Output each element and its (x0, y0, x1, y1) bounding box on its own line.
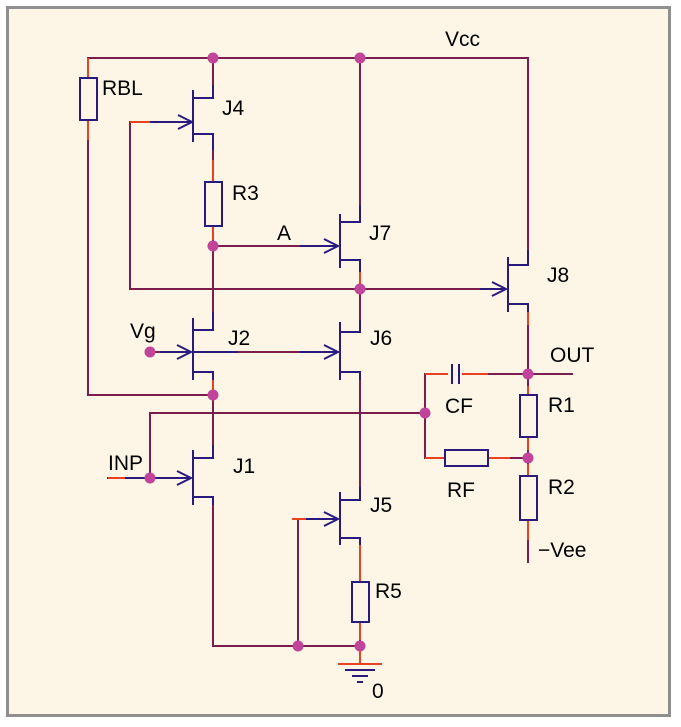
schematic-frame (6, 6, 671, 717)
label-vcc: Vcc (445, 28, 480, 51)
label-j1: J1 (233, 455, 255, 478)
resistor-r3 (204, 181, 223, 227)
label-j4: J4 (222, 97, 245, 120)
resistor-rf (444, 449, 489, 467)
label-vee: −Vee (538, 539, 586, 562)
junction-dots (144, 52, 534, 652)
label-vg: Vg (130, 320, 156, 343)
label-r1: R1 (548, 394, 575, 417)
label-r5: R5 (375, 580, 402, 603)
label-j8: J8 (547, 264, 569, 287)
capacitor-cf (451, 364, 460, 384)
label-a: A (277, 222, 291, 245)
label-inp: INP (108, 452, 143, 475)
transistor-j5 (306, 487, 361, 545)
label-j7: J7 (369, 222, 391, 245)
label-rbl: RBL (102, 77, 143, 100)
transistor-j6 (300, 320, 361, 380)
wires (87, 57, 573, 661)
transistor-j2 (160, 312, 238, 380)
label-j6: J6 (370, 327, 392, 350)
label-cf: CF (445, 395, 473, 418)
label-r3: R3 (232, 182, 259, 205)
transistor-j1 (125, 445, 214, 505)
transistor-j7 (300, 205, 361, 272)
label-r2: R2 (548, 476, 575, 499)
resistor-r5 (351, 581, 370, 623)
resistor-r2 (519, 475, 538, 521)
label-ground: 0 (372, 680, 384, 703)
resistor-r1 (519, 394, 538, 438)
label-out: OUT (550, 344, 595, 367)
label-rf: RF (447, 479, 475, 502)
label-j2: J2 (228, 327, 250, 350)
transistor-j8 (480, 250, 529, 312)
resistor-rbl (79, 77, 98, 121)
label-j5: J5 (370, 494, 392, 517)
transistor-j4 (150, 85, 214, 150)
